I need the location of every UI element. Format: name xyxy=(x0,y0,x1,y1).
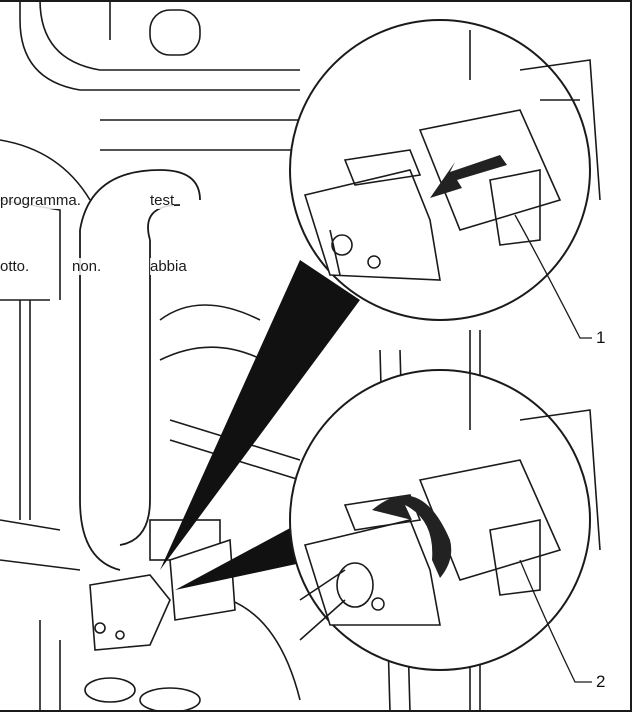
zoom-leaders xyxy=(160,260,360,590)
gas-valve-small xyxy=(89,519,236,651)
screw-icon xyxy=(371,597,385,611)
zoom-circle-2 xyxy=(289,369,601,671)
text-fragment-test: test xyxy=(150,192,175,209)
callout-leaders xyxy=(514,214,592,683)
zoom-circle-1 xyxy=(289,19,601,321)
push-arrow-icon xyxy=(430,155,507,198)
callout-label-2: 2 xyxy=(596,672,606,691)
text-fragment-non: non. xyxy=(72,258,102,275)
text-fragment-otto: otto. xyxy=(0,258,30,275)
text-fragment-programma: programma. xyxy=(0,192,81,209)
screw-icon xyxy=(367,255,381,269)
rotate-arrow-icon xyxy=(372,495,452,578)
text-fragment-abbia: abbia xyxy=(150,258,187,275)
callout-label-1: 1 xyxy=(596,328,606,347)
flue-pipe xyxy=(79,169,201,571)
